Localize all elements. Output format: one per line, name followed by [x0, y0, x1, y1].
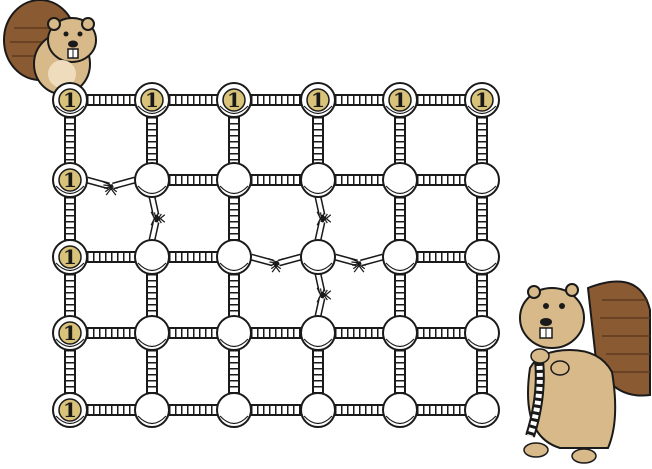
- broken-rope-end: [102, 176, 136, 196]
- grid-node[interactable]: [300, 315, 336, 351]
- node-badge: 1: [58, 321, 82, 345]
- node-badge: 1: [58, 245, 82, 269]
- broken-rope-layer: [86, 176, 384, 317]
- grid-node[interactable]: [464, 315, 500, 351]
- grid-node[interactable]: [134, 162, 170, 198]
- node-badge: 1: [222, 88, 246, 112]
- broken-rope-end: [148, 211, 166, 241]
- grid-node[interactable]: 1: [134, 82, 170, 118]
- bottom-beaver-illustration: [519, 280, 651, 464]
- grid-node[interactable]: [216, 315, 252, 351]
- grid-node[interactable]: 1: [300, 82, 336, 118]
- grid-node[interactable]: [134, 239, 170, 275]
- node-label: 1: [475, 88, 489, 112]
- node-badge: 1: [306, 88, 330, 112]
- node-label: 1: [63, 321, 77, 345]
- node-label: 1: [311, 88, 325, 112]
- node-label: 1: [63, 168, 77, 192]
- grid-node[interactable]: [464, 162, 500, 198]
- grid-node[interactable]: [464, 392, 500, 428]
- node-label: 1: [63, 88, 77, 112]
- grid-node[interactable]: [300, 239, 336, 275]
- broken-rope-end: [350, 253, 384, 273]
- grid-node[interactable]: [464, 239, 500, 275]
- grid-node[interactable]: [134, 315, 170, 351]
- node-badge: 1: [58, 88, 82, 112]
- broken-rope-end: [314, 211, 332, 241]
- grid-node[interactable]: [382, 162, 418, 198]
- grid-node[interactable]: [382, 392, 418, 428]
- node-badge: 1: [470, 88, 494, 112]
- node-label: 1: [393, 88, 407, 112]
- broken-rope-end: [314, 287, 332, 317]
- node-label: 1: [145, 88, 159, 112]
- grid-node[interactable]: [216, 392, 252, 428]
- grid-node[interactable]: [300, 392, 336, 428]
- top-beaver-illustration: [3, 0, 97, 95]
- grid-node[interactable]: 1: [52, 239, 88, 275]
- grid-node[interactable]: [300, 162, 336, 198]
- grid-node[interactable]: [216, 239, 252, 275]
- grid-node[interactable]: 1: [52, 82, 88, 118]
- node-label: 1: [63, 245, 77, 269]
- grid-node[interactable]: [216, 162, 252, 198]
- grid-node[interactable]: 1: [52, 392, 88, 428]
- node-badge: 1: [58, 168, 82, 192]
- grid-node[interactable]: [382, 239, 418, 275]
- node-badge: 1: [140, 88, 164, 112]
- grid-node[interactable]: 1: [52, 162, 88, 198]
- node-layer: 1 1 1 1 1 1 1 1 1 1: [52, 82, 500, 428]
- node-label: 1: [227, 88, 241, 112]
- grid-node[interactable]: [134, 392, 170, 428]
- node-badge: 1: [58, 398, 82, 422]
- grid-node[interactable]: 1: [464, 82, 500, 118]
- broken-rope-end: [148, 196, 166, 226]
- grid-node[interactable]: 1: [216, 82, 252, 118]
- rope-layer: [64, 94, 488, 416]
- grid-node[interactable]: 1: [52, 315, 88, 351]
- node-label: 1: [63, 398, 77, 422]
- grid-node[interactable]: [382, 315, 418, 351]
- node-badge: 1: [388, 88, 412, 112]
- broken-rope-end: [250, 253, 284, 273]
- grid-node[interactable]: 1: [382, 82, 418, 118]
- broken-rope-end: [268, 253, 302, 273]
